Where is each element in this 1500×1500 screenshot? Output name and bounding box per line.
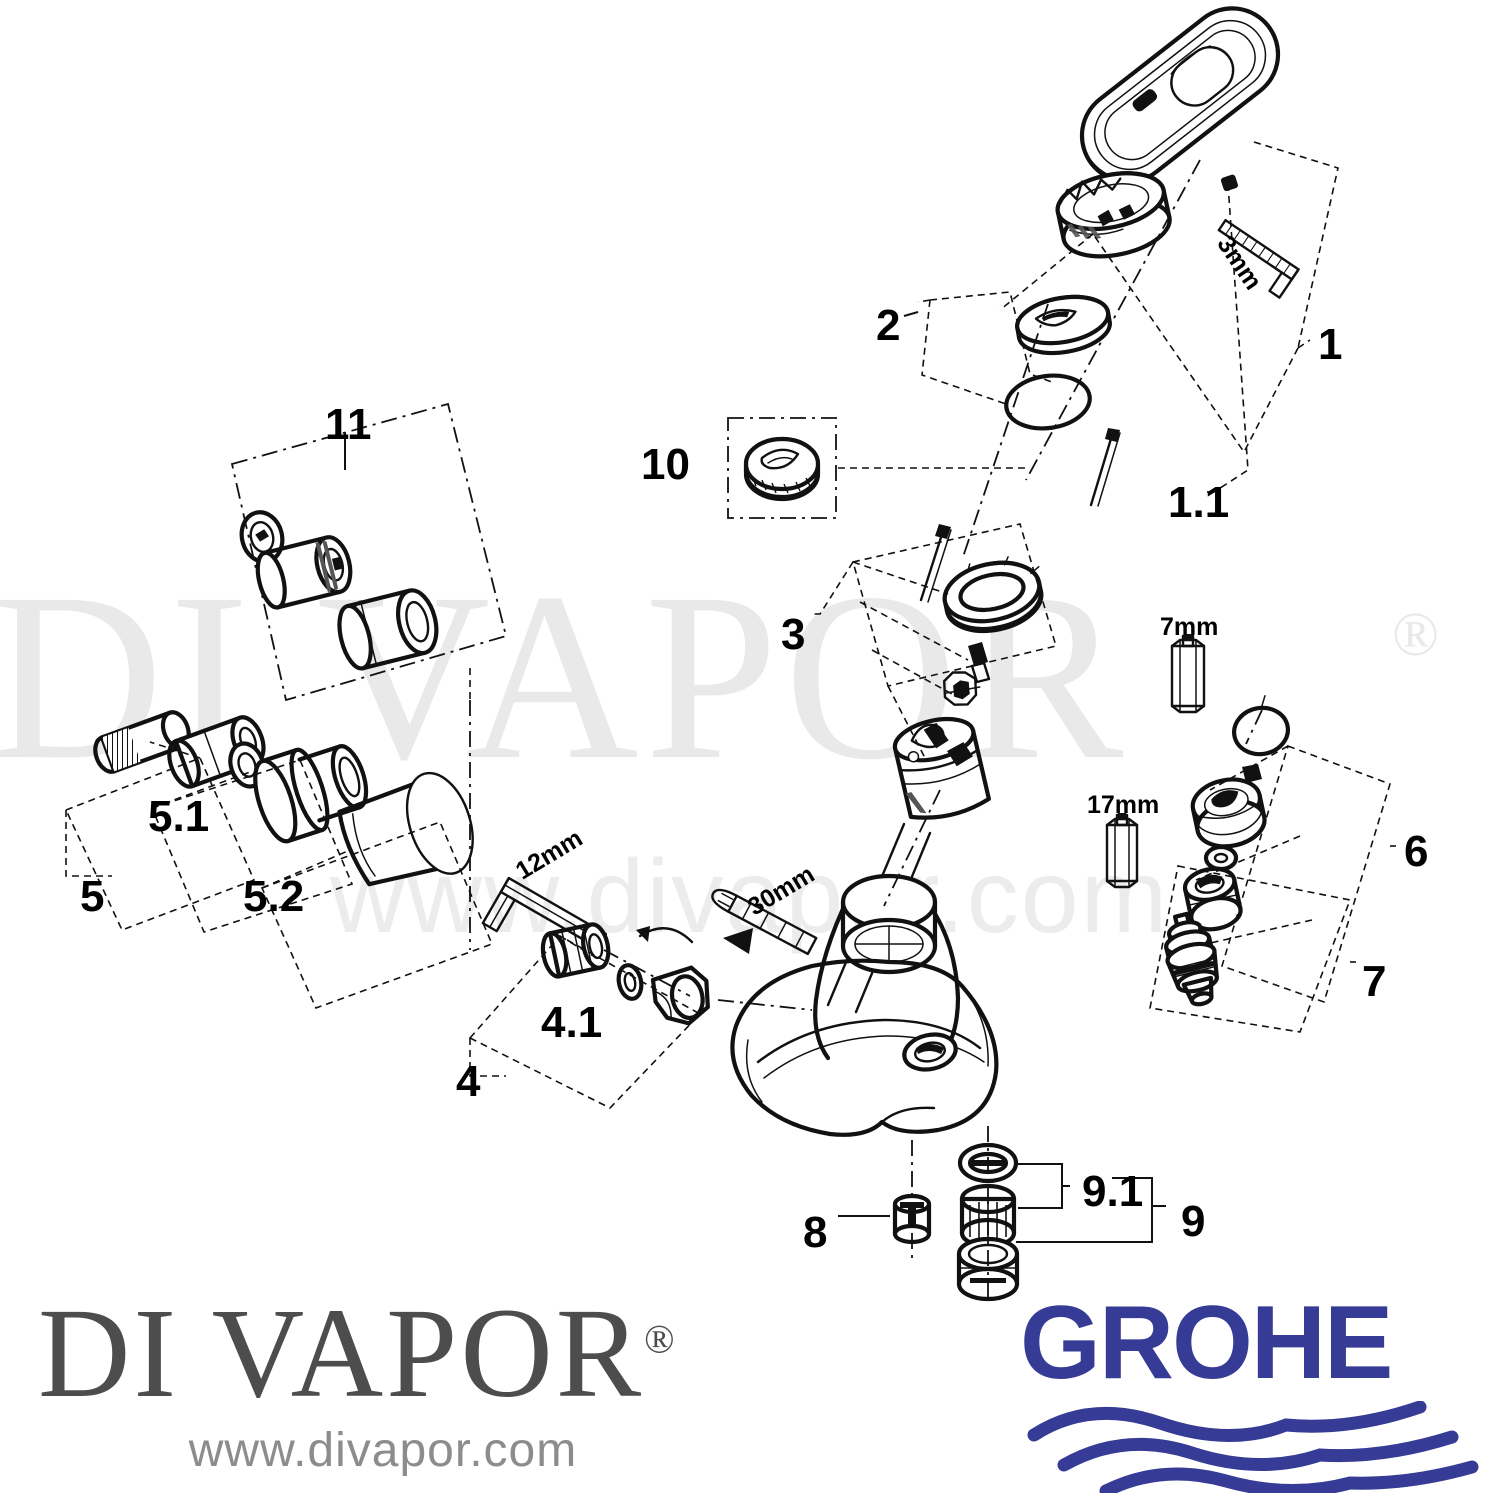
callout-4-1: 4.1 bbox=[541, 998, 603, 1047]
part-diverter-cartridge-b bbox=[337, 588, 439, 671]
part-index-cap bbox=[743, 436, 821, 502]
grohe-waves-icon bbox=[1027, 1401, 1479, 1493]
callout-5-2: 5.2 bbox=[243, 872, 305, 921]
part-diverter-cartridge-a bbox=[255, 535, 353, 610]
branding-bar: DI VAPOR® www.divapor.com GROHE bbox=[0, 1285, 1500, 1500]
callout-2: 2 bbox=[876, 301, 901, 350]
divapor-logo: DI VAPOR® www.divapor.com bbox=[38, 1289, 778, 1478]
tool-socket-17mm bbox=[1105, 813, 1139, 889]
callout-9: 9 bbox=[1181, 1197, 1206, 1246]
part-splined-sleeve bbox=[1055, 171, 1172, 259]
divapor-wordmark: DI VAPOR® bbox=[38, 1282, 678, 1424]
part-spout-nut bbox=[636, 926, 710, 1026]
callout-9-1: 9.1 bbox=[1082, 1167, 1144, 1216]
part-aerator-housing bbox=[253, 744, 369, 844]
part-lever-handle bbox=[1079, 6, 1281, 184]
tool-socket-7mm bbox=[1170, 634, 1206, 714]
part-cartridge-cap-nut bbox=[942, 556, 1044, 634]
grohe-logo: GROHE bbox=[1020, 1285, 1490, 1493]
part-check-valve bbox=[1190, 777, 1267, 849]
callout-5: 5 bbox=[80, 872, 105, 921]
part-tap-body bbox=[730, 873, 999, 1137]
divapor-registered-mark: ® bbox=[644, 1316, 678, 1362]
part-mousseur-shell bbox=[337, 771, 474, 887]
part-valve-seat bbox=[1182, 866, 1243, 932]
part-decorative-cap bbox=[1004, 294, 1112, 431]
callout-6: 6 bbox=[1404, 827, 1429, 876]
tool-size-label-17mm: 17mm bbox=[1087, 791, 1160, 819]
callout-4: 4 bbox=[456, 1057, 481, 1106]
tool-size-label-7mm: 7mm bbox=[1160, 613, 1219, 641]
part-cartridge-spline-ring bbox=[942, 671, 981, 706]
divapor-url: www.divapor.com bbox=[188, 1424, 578, 1477]
grohe-wordmark: GROHE bbox=[1020, 1285, 1393, 1401]
callout-3: 3 bbox=[781, 610, 806, 659]
part-spout-oring bbox=[616, 963, 644, 1001]
callout-7: 7 bbox=[1362, 957, 1387, 1006]
part-handle-grub-screw bbox=[1220, 174, 1238, 192]
callout-5-1: 5.1 bbox=[148, 792, 210, 841]
part-valve-cartridge bbox=[1164, 911, 1219, 1007]
part-cartridge bbox=[892, 716, 991, 820]
part-fixing-rods bbox=[919, 428, 1121, 603]
callout-11: 11 bbox=[325, 400, 372, 449]
tool-spanner-30mm bbox=[711, 888, 818, 956]
part-check-valve-washer bbox=[1203, 844, 1239, 872]
callout-8: 8 bbox=[803, 1208, 828, 1257]
part-check-valve-screw bbox=[1242, 764, 1262, 783]
callout-1-1: 1.1 bbox=[1168, 478, 1230, 527]
callout-1: 1 bbox=[1318, 320, 1343, 369]
callout-10: 10 bbox=[641, 440, 690, 489]
tool-allen-key-3mm bbox=[1217, 218, 1300, 299]
